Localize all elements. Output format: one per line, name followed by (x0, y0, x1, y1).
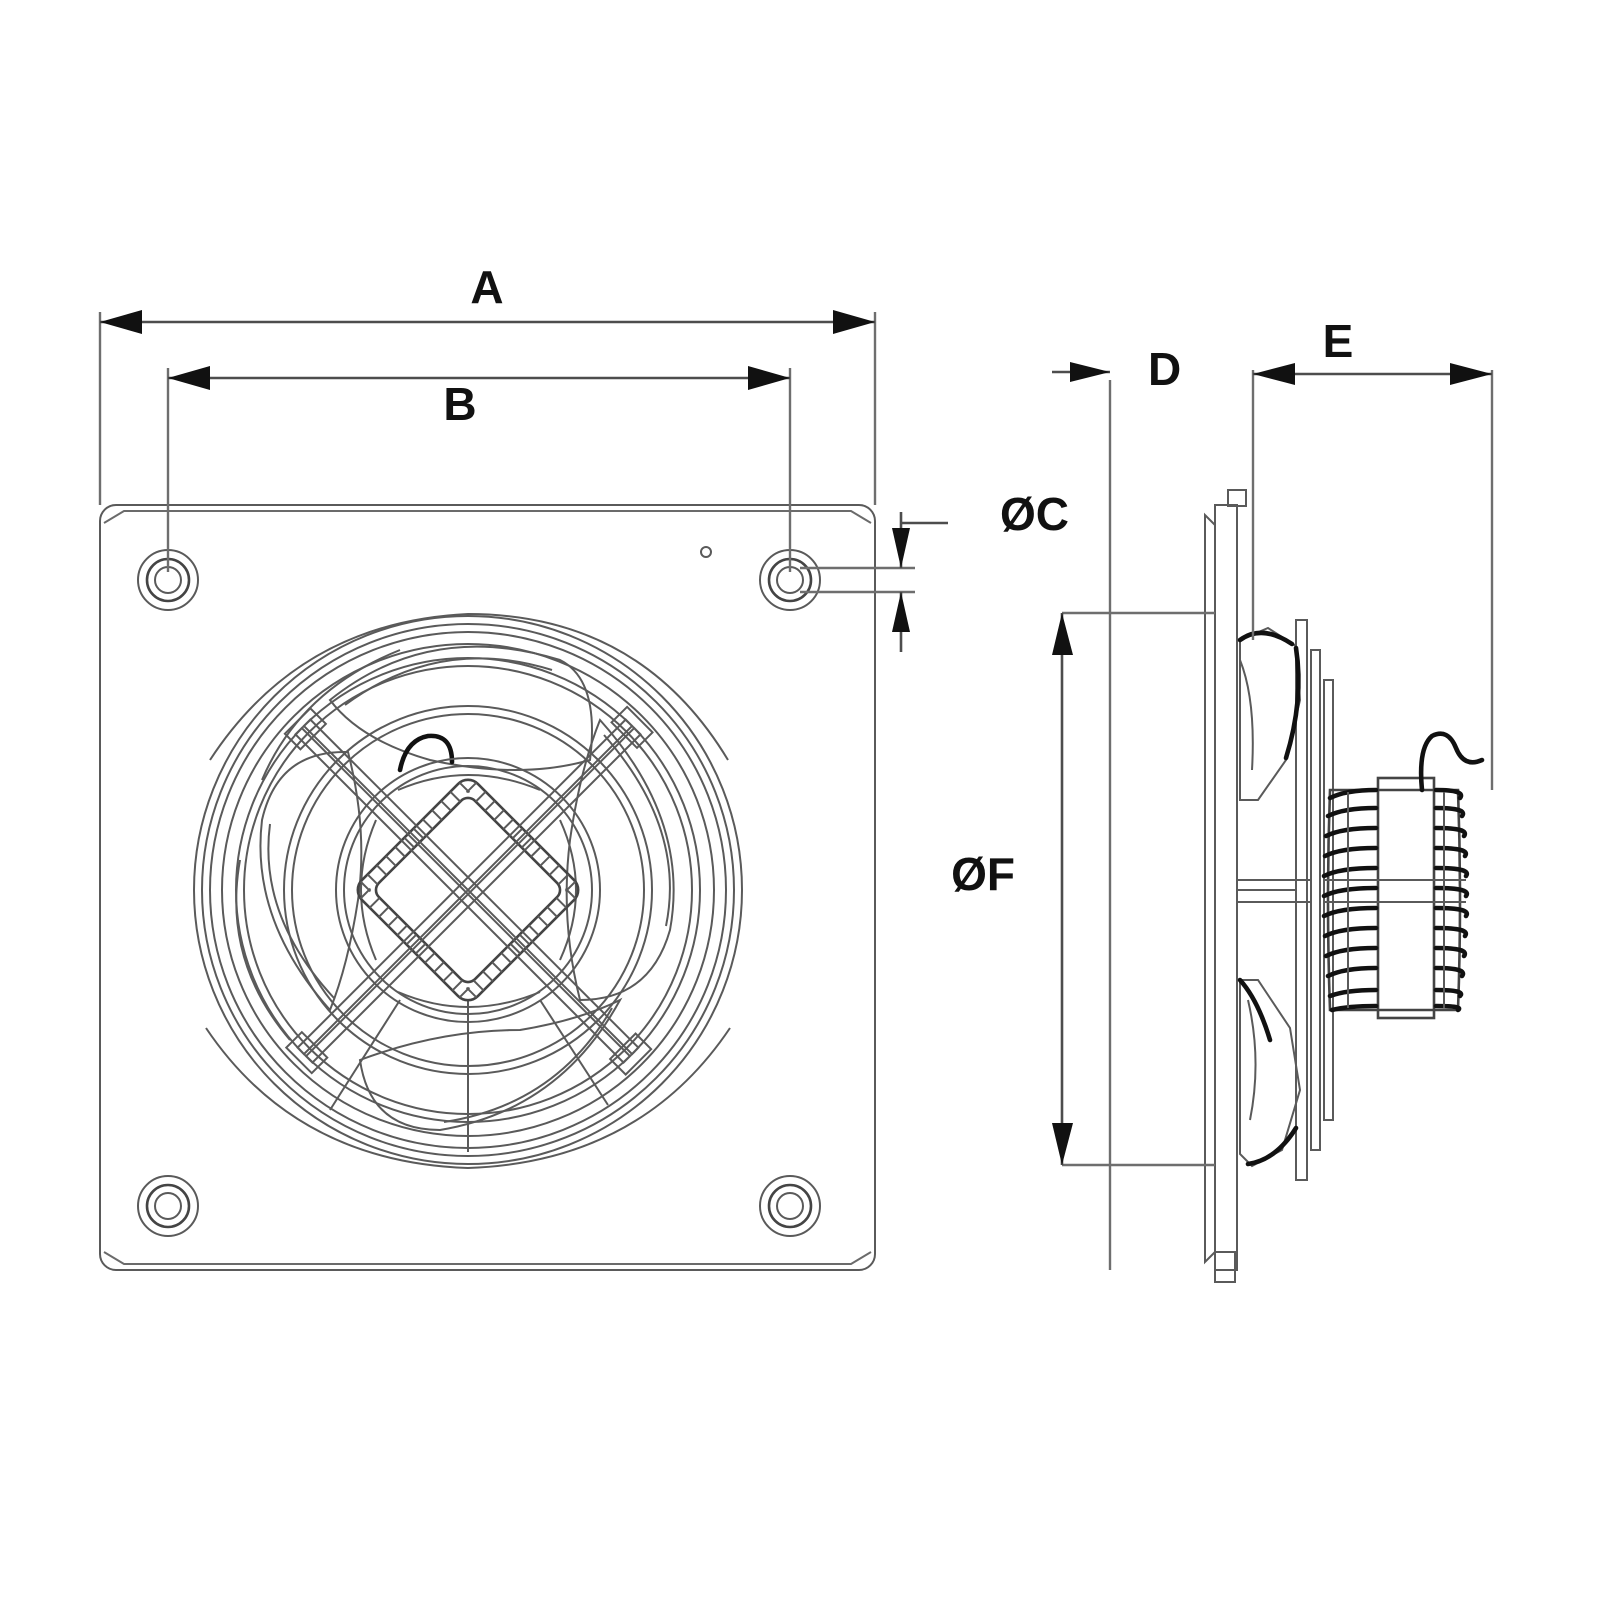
guard-cross-bars (283, 705, 654, 1076)
pilot-hole (700, 546, 712, 558)
dimension-label-b: B (443, 378, 476, 430)
arrow-e-right (1450, 363, 1492, 385)
guard-ring-profile-2 (1310, 649, 1321, 1151)
guard-rim-arcs (205, 612, 731, 1170)
arrow-of-top (1052, 613, 1073, 655)
arrow-b-left (168, 366, 210, 390)
dimension-A: A (98, 261, 877, 505)
side-view (1204, 489, 1485, 1283)
dimension-label-oc: ØC (1000, 488, 1069, 540)
guard-ring-profile-1 (1295, 619, 1308, 1181)
hub-cable-detail (397, 733, 455, 773)
side-plate-bottom-tab (1214, 1251, 1236, 1283)
dimension-label-d: D (1148, 343, 1181, 395)
side-plate-top-tab (1227, 489, 1247, 507)
mounting-hole-bottom-right (759, 1175, 821, 1237)
motor-cable (1418, 731, 1485, 793)
blade-profile (1237, 626, 1302, 1168)
arrow-b-right (748, 366, 790, 390)
side-plate-edge (1204, 512, 1216, 1265)
mounting-hole-bottom-left (137, 1175, 199, 1237)
guard-ring-profile-3 (1323, 679, 1334, 1121)
arrow-d (1070, 362, 1110, 382)
dimension-OF: ØF (951, 611, 1215, 1167)
dimension-E: E (1251, 315, 1494, 790)
side-mounting-plate (1214, 504, 1238, 1271)
wire-guard (193, 615, 743, 1165)
fan-blade-assembly (209, 631, 727, 1152)
plate-inner-bottom-edge (103, 1251, 872, 1265)
arrow-e-left (1253, 363, 1295, 385)
dimension-D: D (1052, 343, 1181, 1270)
mounting-plate-outline (99, 504, 876, 1271)
arrow-a-right (833, 310, 875, 334)
arrow-a-left (100, 310, 142, 334)
arrow-of-bottom (1052, 1123, 1073, 1165)
arrow-oc-bottom (892, 592, 910, 632)
dimension-B: B (166, 366, 792, 572)
dimension-OC: ØC (800, 488, 1069, 652)
arrow-oc-top (892, 528, 910, 568)
dimension-label-a: A (470, 261, 503, 313)
plate-inner-top-edge (103, 510, 872, 524)
dimension-label-e: E (1323, 315, 1354, 367)
motor-housing (1321, 776, 1470, 1020)
dimension-label-of: ØF (951, 848, 1015, 900)
